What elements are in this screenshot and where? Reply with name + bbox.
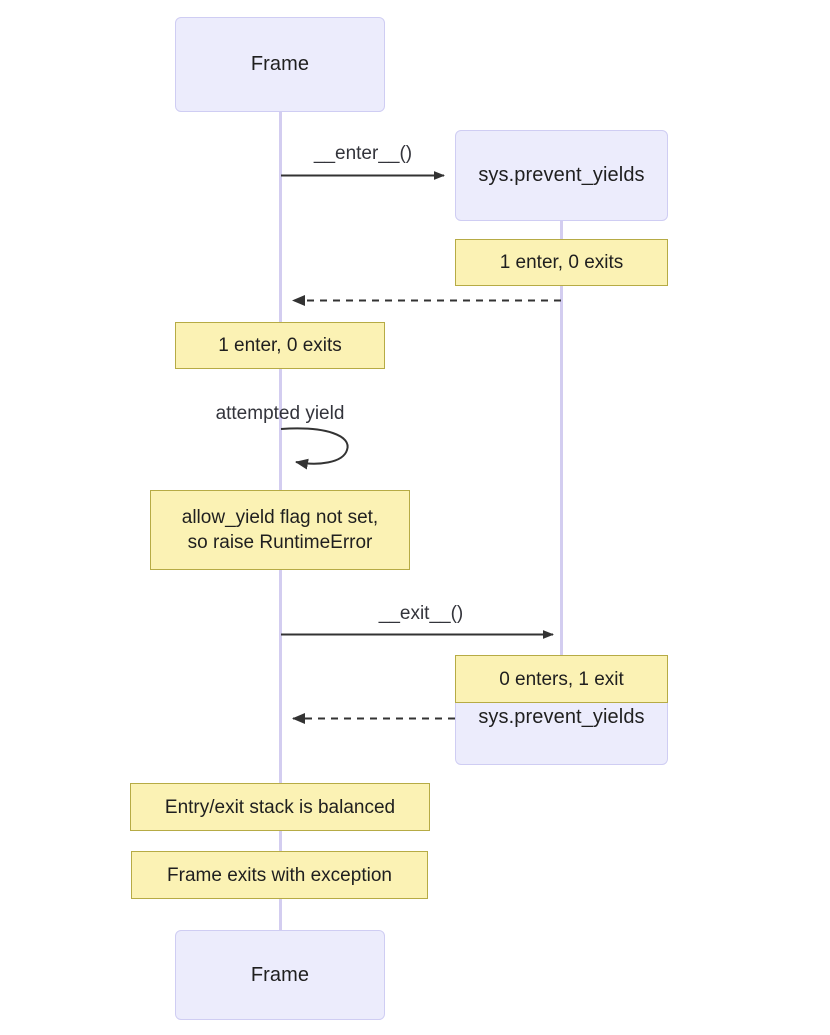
actor-label-frame-top: Frame xyxy=(250,53,310,75)
note-text: 1 enter, 0 exits xyxy=(499,252,624,273)
actor-box-frame-bottom[interactable]: Frame xyxy=(175,930,385,1020)
note-text: 1 enter, 0 exits xyxy=(218,335,342,356)
note-allow-yield: allow_yield flag not set, so raise Runti… xyxy=(150,490,410,570)
note-text: Frame exits with exception xyxy=(167,864,392,886)
note-text: 0 enters, 1 exit xyxy=(499,668,624,690)
note-text: Entry/exit stack is balanced xyxy=(164,796,396,818)
message-label-attempted-yield: attempted yield xyxy=(180,403,380,425)
actor-box-prevent-yields-top[interactable]: sys.prevent_yields xyxy=(455,130,668,221)
message-label-enter: __enter__() xyxy=(280,143,446,165)
note-enter-count-right: 1 enter, 0 exits xyxy=(455,239,668,286)
note-text: allow_yield flag not set, so raise Runti… xyxy=(181,507,379,553)
note-frame-exits: Frame exits with exception xyxy=(131,851,428,899)
actor-label-prevent-yields-bottom: sys.prevent_yields xyxy=(478,706,645,728)
actor-label-prevent-yields-top: sys.prevent_yields xyxy=(478,164,645,186)
message-label-text: __enter__() xyxy=(313,143,413,164)
note-enter-count-left: 1 enter, 0 exits xyxy=(175,322,385,369)
actor-box-frame-top[interactable]: Frame xyxy=(175,17,385,112)
message-label-exit: __exit__() xyxy=(321,603,521,625)
message-label-text: __exit__() xyxy=(378,603,464,624)
note-stack-balanced: Entry/exit stack is balanced xyxy=(130,783,430,831)
attempted-yield-loop xyxy=(280,427,349,470)
message-label-text: attempted yield xyxy=(215,403,345,424)
note-exit-count: 0 enters, 1 exit xyxy=(455,655,668,703)
actor-label-frame-bottom: Frame xyxy=(250,963,310,986)
